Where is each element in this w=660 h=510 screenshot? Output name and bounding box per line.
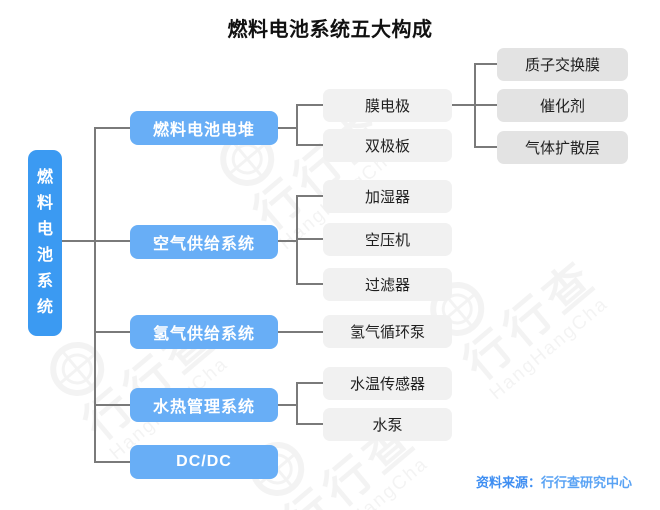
connector-line — [296, 382, 298, 425]
node-root-fuel-cell-system: 燃料电池系统 — [28, 150, 62, 336]
node-fuel-cell-stack: 燃料电池电堆 — [130, 111, 278, 145]
watermark: 行行查 HangHangCha — [36, 265, 239, 465]
connector-line — [296, 423, 323, 425]
connector-line — [474, 104, 497, 106]
connector-line — [94, 127, 96, 463]
node-proton-exchange-membrane: 质子交换膜 — [497, 48, 628, 81]
connector-line — [95, 404, 130, 406]
connector-line — [296, 382, 323, 384]
node-filter: 过滤器 — [323, 268, 452, 301]
connector-line — [474, 146, 497, 148]
node-catalyst: 催化剂 — [497, 89, 628, 122]
node-water-pump: 水泵 — [323, 408, 452, 441]
connector-line — [278, 127, 298, 129]
data-source-name: 行行查研究中心 — [540, 475, 632, 490]
node-water-temp-sensor: 水温传感器 — [323, 367, 452, 400]
connector-line — [296, 195, 298, 285]
node-air-supply-system: 空气供给系统 — [130, 225, 278, 259]
connector-line — [95, 461, 130, 463]
page-title: 燃料电池系统五大构成 — [227, 19, 433, 41]
connector-line — [296, 144, 323, 146]
connector-line — [452, 104, 476, 106]
connector-line — [296, 238, 323, 240]
watermark-en-text: HangHangCha — [486, 288, 620, 405]
node-bipolar-plate: 双极板 — [323, 129, 452, 162]
connector-line — [296, 283, 323, 285]
watermark-cn-text: 行行查 — [454, 250, 607, 390]
node-hydrogen-circulation-pump: 氢气循环泵 — [323, 315, 452, 348]
node-gas-diffusion-layer: 气体扩散层 — [497, 131, 628, 164]
node-air-compressor: 空压机 — [323, 223, 452, 256]
connector-line — [474, 63, 497, 65]
node-root-label: 燃料电池系统 — [36, 169, 53, 316]
node-hydrogen-supply-system: 氢气供给系统 — [130, 315, 278, 349]
watermark-logo-icon — [50, 341, 105, 396]
connector-line — [278, 240, 298, 242]
connector-line — [62, 240, 130, 242]
data-source-label: 资料来源： — [475, 475, 541, 490]
connector-line — [296, 104, 298, 146]
watermark-en-text: HangHangCha — [306, 448, 440, 510]
data-source-note: 资料来源：行行查研究中心 — [476, 472, 632, 491]
connector-line — [296, 195, 323, 197]
node-dcdc: DC/DC — [130, 445, 278, 479]
node-humidifier: 加湿器 — [323, 180, 452, 213]
node-membrane-electrode: 膜电极 — [323, 89, 452, 122]
connector-line — [95, 331, 130, 333]
connector-line — [278, 404, 298, 406]
connector-line — [296, 104, 323, 106]
connector-line — [95, 127, 130, 129]
node-thermal-management-system: 水热管理系统 — [130, 388, 278, 422]
connector-line — [278, 331, 323, 333]
